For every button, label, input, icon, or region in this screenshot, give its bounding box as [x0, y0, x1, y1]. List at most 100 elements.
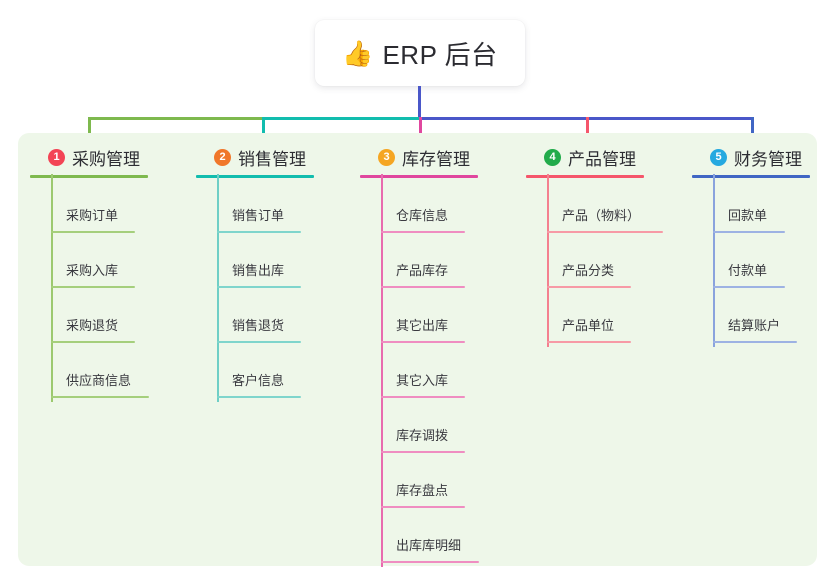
menu-item[interactable]: 客户信息	[196, 343, 314, 398]
menu-item-rule	[381, 286, 465, 288]
menu-item-rule	[381, 341, 465, 343]
menu-item-rule	[217, 286, 301, 288]
menu-item[interactable]: 库存盘点	[360, 453, 478, 508]
menu-item[interactable]: 采购入库	[30, 233, 148, 288]
menu-item[interactable]: 产品单位	[526, 288, 644, 343]
root-node-title: ERP 后台	[382, 39, 498, 70]
diagram-panel	[18, 133, 817, 566]
menu-item[interactable]: 其它入库	[360, 343, 478, 398]
menu-item-label: 出库库明细	[396, 538, 462, 553]
menu-item-label: 其它出库	[396, 318, 449, 333]
menu-item[interactable]: 结算账户	[692, 288, 810, 343]
column-spine-2	[217, 174, 219, 402]
column-items-3: 仓库信息产品库存其它出库其它入库库存调拨库存盘点出库库明细	[360, 178, 479, 563]
column-spine-5	[713, 174, 715, 347]
column-items-4: 产品（物料） 产品分类产品单位	[526, 178, 663, 343]
menu-item-rule	[51, 341, 135, 343]
menu-item-label: 库存调拨	[396, 428, 449, 443]
column-badge-1: 1	[48, 148, 65, 166]
menu-item-label: 产品分类	[562, 263, 615, 278]
column-header-4[interactable]: 4 产品管理	[526, 146, 644, 169]
bus-segment-2	[262, 117, 419, 120]
menu-item-label: 仓库信息	[396, 208, 449, 223]
column-title-2: 销售管理	[238, 149, 306, 169]
menu-item-label: 产品库存	[396, 263, 449, 278]
root-connector-stem	[418, 86, 421, 119]
column-badge-4: 4	[544, 148, 561, 166]
menu-item[interactable]: 付款单	[692, 233, 810, 288]
menu-item[interactable]: 采购退货	[30, 288, 148, 343]
menu-item[interactable]: 出库库明细	[360, 508, 479, 563]
menu-item-label: 回款单	[728, 208, 768, 223]
menu-item-label: 供应商信息	[66, 373, 132, 388]
menu-item-label: 销售订单	[232, 208, 285, 223]
menu-item-label: 其它入库	[396, 373, 449, 388]
column-header-rule-2	[196, 175, 314, 178]
column-header-1[interactable]: 1 采购管理	[30, 146, 148, 169]
column-header-rule-5	[692, 175, 810, 178]
column-spine-1	[51, 174, 53, 402]
menu-item-label: 产品（物料）	[562, 208, 641, 223]
menu-item-rule	[381, 396, 465, 398]
column-title-1: 采购管理	[72, 149, 140, 169]
menu-item[interactable]: 仓库信息	[360, 178, 478, 233]
root-node-content: 👍 ERP 后台	[342, 35, 497, 72]
menu-item-label: 采购订单	[66, 208, 119, 223]
menu-item[interactable]: 采购订单	[30, 178, 148, 233]
menu-item-label: 付款单	[728, 263, 768, 278]
menu-item-rule	[381, 451, 465, 453]
menu-item[interactable]: 销售订单	[196, 178, 314, 233]
menu-item[interactable]: 销售退货	[196, 288, 314, 343]
column-items-1: 采购订单采购入库采购退货供应商信息	[30, 178, 149, 398]
menu-item-rule	[51, 231, 135, 233]
column-header-rule-4	[526, 175, 644, 178]
column-badge-2: 2	[214, 148, 231, 166]
menu-item[interactable]: 供应商信息	[30, 343, 149, 398]
menu-item-rule	[381, 231, 465, 233]
column-2: 2 销售管理销售订单销售出库销售退货客户信息	[196, 146, 314, 402]
menu-item-rule	[381, 561, 479, 563]
menu-item-rule	[547, 341, 631, 343]
menu-item-rule	[51, 286, 135, 288]
menu-item[interactable]: 产品库存	[360, 233, 478, 288]
column-title-5: 财务管理	[734, 149, 802, 169]
thumbs-up-icon: 👍	[342, 39, 374, 68]
menu-item[interactable]: 销售出库	[196, 233, 314, 288]
menu-item[interactable]: 其它出库	[360, 288, 478, 343]
menu-item[interactable]: 库存调拨	[360, 398, 478, 453]
menu-item-rule	[217, 341, 301, 343]
menu-item-label: 结算账户	[728, 318, 781, 333]
column-4: 4 产品管理产品（物料） 产品分类产品单位	[526, 146, 663, 347]
menu-item-label: 采购入库	[66, 263, 119, 278]
column-spine-4	[547, 174, 549, 347]
bus-segment-1	[88, 117, 262, 120]
menu-item-rule	[547, 231, 663, 233]
menu-item[interactable]: 产品（物料）	[526, 178, 663, 233]
menu-item[interactable]: 产品分类	[526, 233, 644, 288]
column-5: 5 财务管理回款单付款单结算账户	[692, 146, 810, 347]
column-header-rule-1	[30, 175, 148, 178]
menu-item-rule	[51, 396, 149, 398]
column-items-2: 销售订单销售出库销售退货客户信息	[196, 178, 314, 398]
menu-item-rule	[217, 396, 301, 398]
menu-item-label: 库存盘点	[396, 483, 449, 498]
menu-item-rule	[713, 286, 785, 288]
menu-item-label: 产品单位	[562, 318, 615, 333]
menu-item-rule	[547, 286, 631, 288]
menu-item-rule	[713, 231, 785, 233]
menu-item-label: 采购退货	[66, 318, 119, 333]
menu-item-label: 销售出库	[232, 263, 285, 278]
menu-item[interactable]: 回款单	[692, 178, 810, 233]
column-header-5[interactable]: 5 财务管理	[692, 146, 810, 169]
column-title-4: 产品管理	[568, 149, 636, 169]
column-badge-3: 3	[378, 148, 395, 166]
column-spine-3	[381, 174, 383, 567]
column-1: 1 采购管理采购订单采购入库采购退货供应商信息	[30, 146, 149, 402]
column-badge-5: 5	[710, 148, 727, 166]
menu-item-rule	[381, 506, 465, 508]
column-header-2[interactable]: 2 销售管理	[196, 146, 314, 169]
menu-item-rule	[217, 231, 301, 233]
root-node[interactable]: 👍 ERP 后台	[315, 20, 525, 86]
